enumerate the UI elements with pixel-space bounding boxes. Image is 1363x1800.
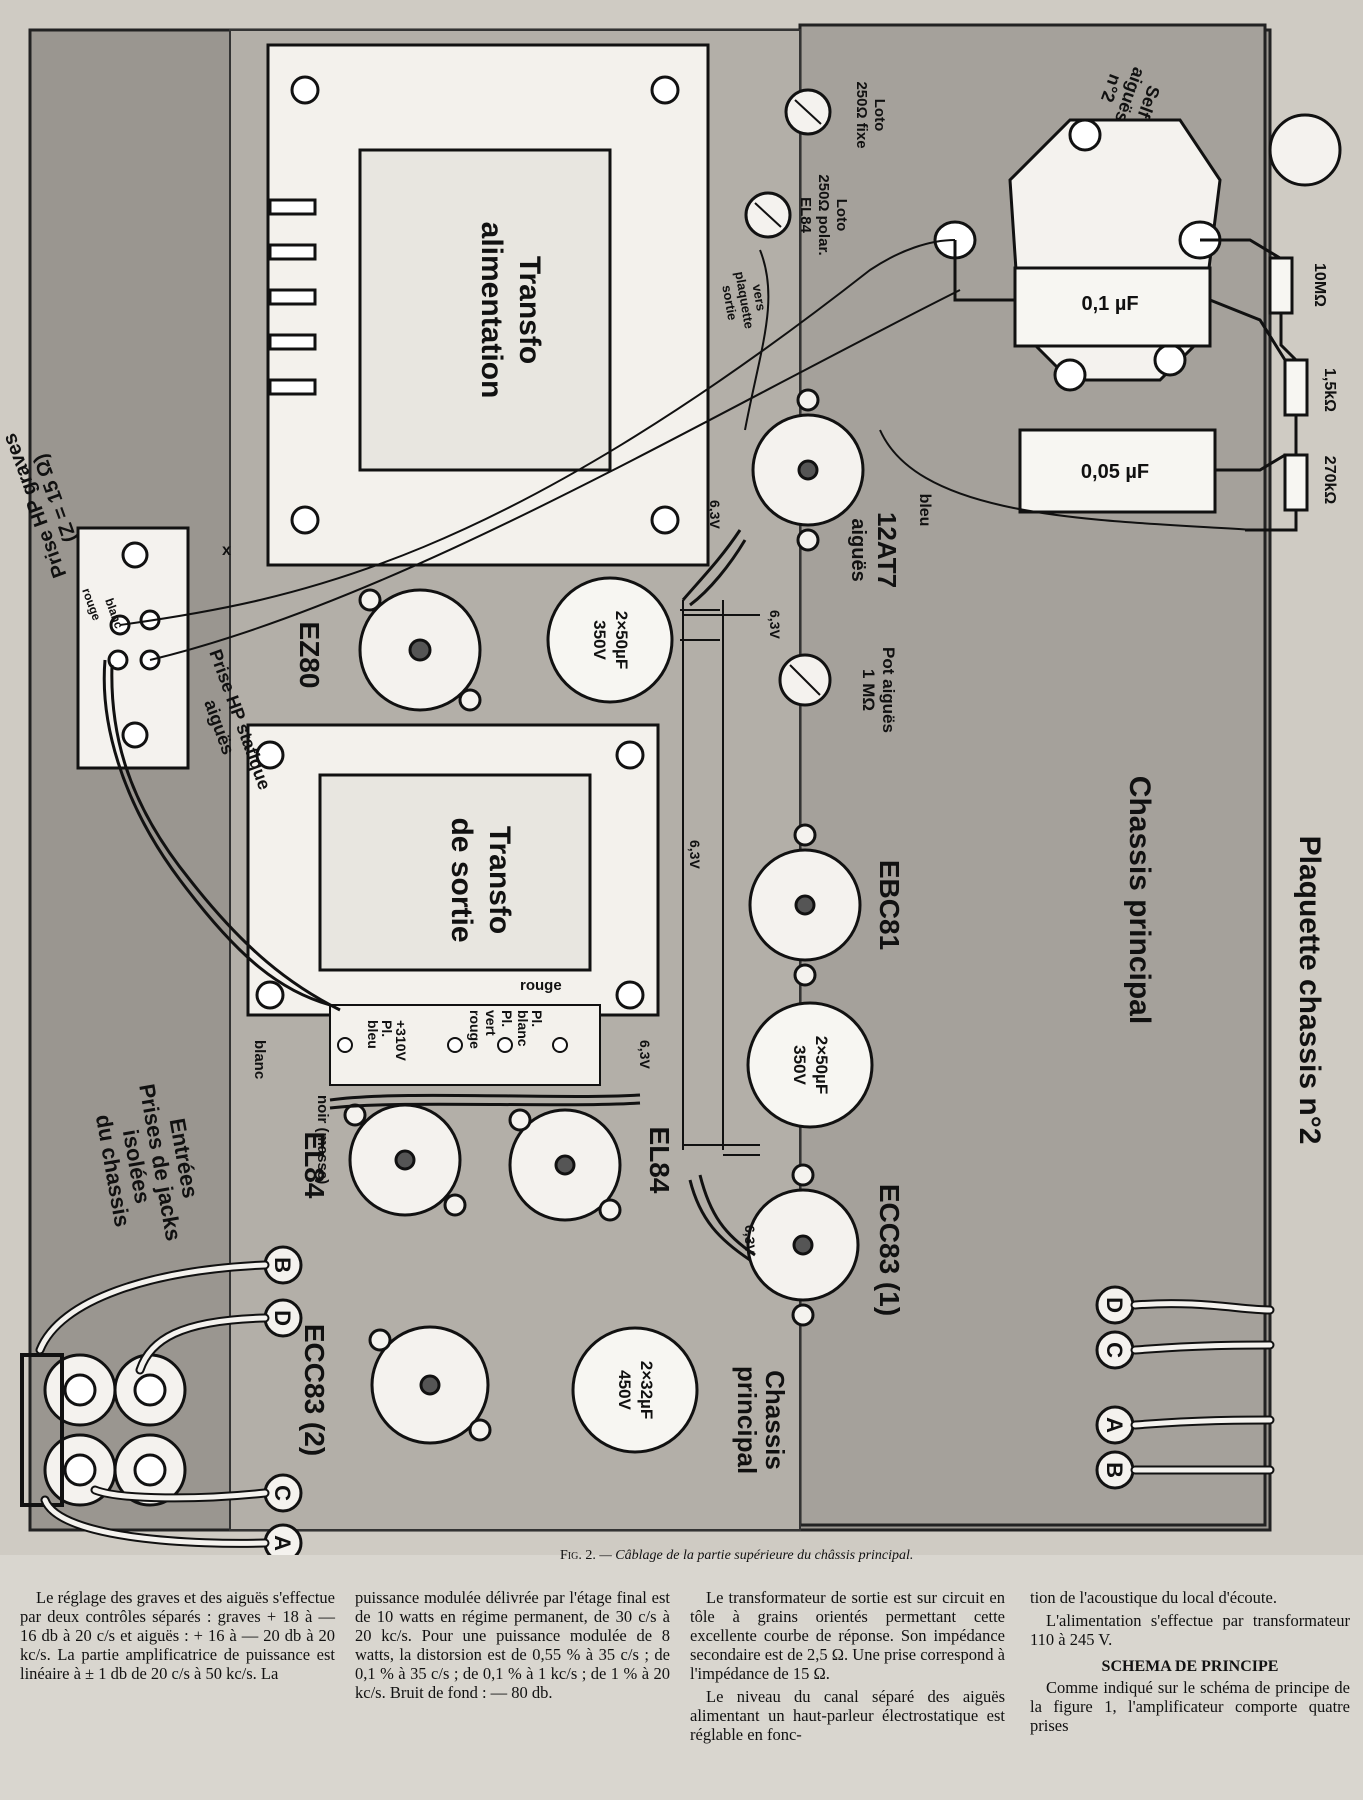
- resistor-1-5k: [1283, 358, 1309, 417]
- cap-0-05uF: [1018, 428, 1217, 514]
- right-jack-d: D: [1102, 1297, 1127, 1313]
- 12at7-sub-label: aiguës: [847, 518, 869, 581]
- jack-letter-a: A: [270, 1535, 295, 1551]
- v63-label-c: 6,3V: [687, 840, 703, 869]
- r-15k-label: 1,5kΩ: [1321, 368, 1338, 412]
- el84-label-a: EL84: [299, 1132, 330, 1199]
- v63-label-e: 6,3V: [742, 1225, 758, 1254]
- noir-masse-label: noir (masse): [314, 1095, 331, 1184]
- el84-label-b: EL84: [644, 1127, 675, 1194]
- ez80-label: EZ80: [294, 622, 325, 689]
- term-pl-3: Pl.: [529, 1010, 545, 1027]
- chassis-principal-small: Chassisprincipal: [732, 1366, 790, 1474]
- jack-letter-d: D: [270, 1310, 295, 1326]
- v63-label-b: 6,3V: [767, 610, 783, 639]
- bleu-label: bleu: [916, 494, 933, 527]
- article-columns: Le réglage des graves et des aiguës s'ef…: [20, 1588, 1350, 1793]
- column-2: puissance modulée délivrée par l'étage f…: [355, 1588, 670, 1706]
- figure-caption-text: — Câblage de la partie supérieure du châ…: [599, 1548, 914, 1563]
- right-jack-letters: [1095, 1285, 1135, 1490]
- v63-label-a: 6,3V: [707, 500, 723, 529]
- term-vert: vert: [483, 1010, 499, 1036]
- right-jack-c: C: [1102, 1342, 1127, 1358]
- cap-0-1-label: 0,1 µF: [1081, 293, 1138, 315]
- transfo-sortie: [246, 723, 660, 1017]
- col3-para2: Le niveau du canal séparé des aiguës ali…: [690, 1687, 1005, 1744]
- cap-50-bottom-label: 2×50µF350V: [790, 1036, 831, 1094]
- jack-letter-b: B: [270, 1257, 295, 1273]
- ebc81-label: EBC81: [874, 860, 905, 950]
- figure-caption: Fig. 2. — Câblage de la partie supérieur…: [560, 1548, 1160, 1564]
- right-jack-a: A: [1102, 1417, 1127, 1433]
- jack-letters: [263, 1245, 303, 1555]
- jack-letter-c: C: [270, 1485, 295, 1501]
- ecc83-2-socket: [368, 1325, 492, 1445]
- transfo-alimentation: [266, 43, 710, 567]
- col4-para2: L'alimentation s'effectue par transforma…: [1030, 1611, 1350, 1649]
- chassis-principal-label: Chassis principal: [1123, 776, 1156, 1024]
- rouge-top-label: rouge: [520, 977, 562, 994]
- cap-0-1uF: [1013, 266, 1212, 348]
- col4-para1: tion de l'acoustique du local d'écoute.: [1030, 1588, 1277, 1607]
- twisted-heater-wires: [102, 529, 756, 1262]
- column-3: Le transformateur de sortie est sur circ…: [690, 1588, 1005, 1748]
- cap-50-top-label: 2×50µF350V: [590, 611, 631, 669]
- term-bleu: bleu: [365, 1020, 381, 1049]
- transfo-alim-label: Transfoalimentation: [475, 222, 546, 399]
- ecc83-1-socket: [746, 1163, 860, 1327]
- wiring: [119, 239, 1256, 1156]
- col2-para1: puissance modulée délivrée par l'étage f…: [355, 1588, 670, 1702]
- right-jack-b: B: [1102, 1462, 1127, 1478]
- loto1-label: Loto250Ω fixe: [853, 81, 888, 148]
- blanc-left-label: blanc: [251, 1040, 268, 1079]
- 12at7-socket: [751, 388, 865, 552]
- transfo-sortie-label: Transfode sortie: [445, 817, 516, 942]
- column-1: Le réglage des graves et des aiguës s'ef…: [20, 1588, 335, 1687]
- term-pl-1: Pl.: [379, 1020, 395, 1037]
- r-10m-label: 10MΩ: [1311, 263, 1328, 307]
- col4-para3: Comme indiqué sur le schéma de principe …: [1030, 1678, 1350, 1735]
- entrees-label: EntréesPrises de jacksisoléesdu chassis: [87, 1078, 210, 1251]
- resistor-270k: [1283, 453, 1309, 512]
- r-270k-label: 270kΩ: [1321, 456, 1338, 505]
- x-label: x: [222, 542, 231, 559]
- pot-aigues-label: Pot aiguës1 MΩ: [859, 647, 898, 733]
- cap-2x32: [571, 1326, 699, 1454]
- column-4: tion de l'acoustique du local d'écoute. …: [1030, 1588, 1350, 1739]
- term-310v: +310V: [393, 1020, 409, 1062]
- figure-number: Fig. 2.: [560, 1548, 596, 1563]
- v63-label-d: 6,3V: [637, 1040, 653, 1069]
- ez80-socket: [358, 588, 482, 712]
- el84-socket-b: [508, 1108, 622, 1222]
- cap-32-label: 2×32µF450V: [615, 1361, 656, 1419]
- plaquette-label: Plaquette chassis n°2: [1293, 836, 1326, 1145]
- loto2-label: Loto250Ω polar.EL84: [797, 174, 850, 255]
- ebc81-socket: [748, 823, 862, 987]
- ecc83-1-label: ECC83 (1): [874, 1184, 905, 1316]
- wiring-diagram: Transfoalimentation Transfode sortie 2×5…: [0, 0, 1363, 1555]
- term-blanc: blanc: [515, 1010, 531, 1047]
- ecc83-2-label: ECC83 (2): [299, 1324, 330, 1456]
- cap-0-05-label: 0,05 µF: [1081, 461, 1149, 483]
- resistor-10M: [1268, 256, 1294, 315]
- 12at7-label: 12AT7: [872, 512, 902, 588]
- col3-para1: Le transformateur de sortie est sur circ…: [690, 1588, 1005, 1683]
- section-heading: SCHEMA DE PRINCIPE: [1101, 1658, 1279, 1675]
- term-rouge: rouge: [467, 1010, 483, 1049]
- term-pl-2: Pl.: [499, 1010, 515, 1027]
- col1-para1: Le réglage des graves et des aiguës s'ef…: [20, 1588, 335, 1683]
- cap-2x50-bottom: [746, 1001, 874, 1129]
- cap-2x50-top: [546, 576, 674, 704]
